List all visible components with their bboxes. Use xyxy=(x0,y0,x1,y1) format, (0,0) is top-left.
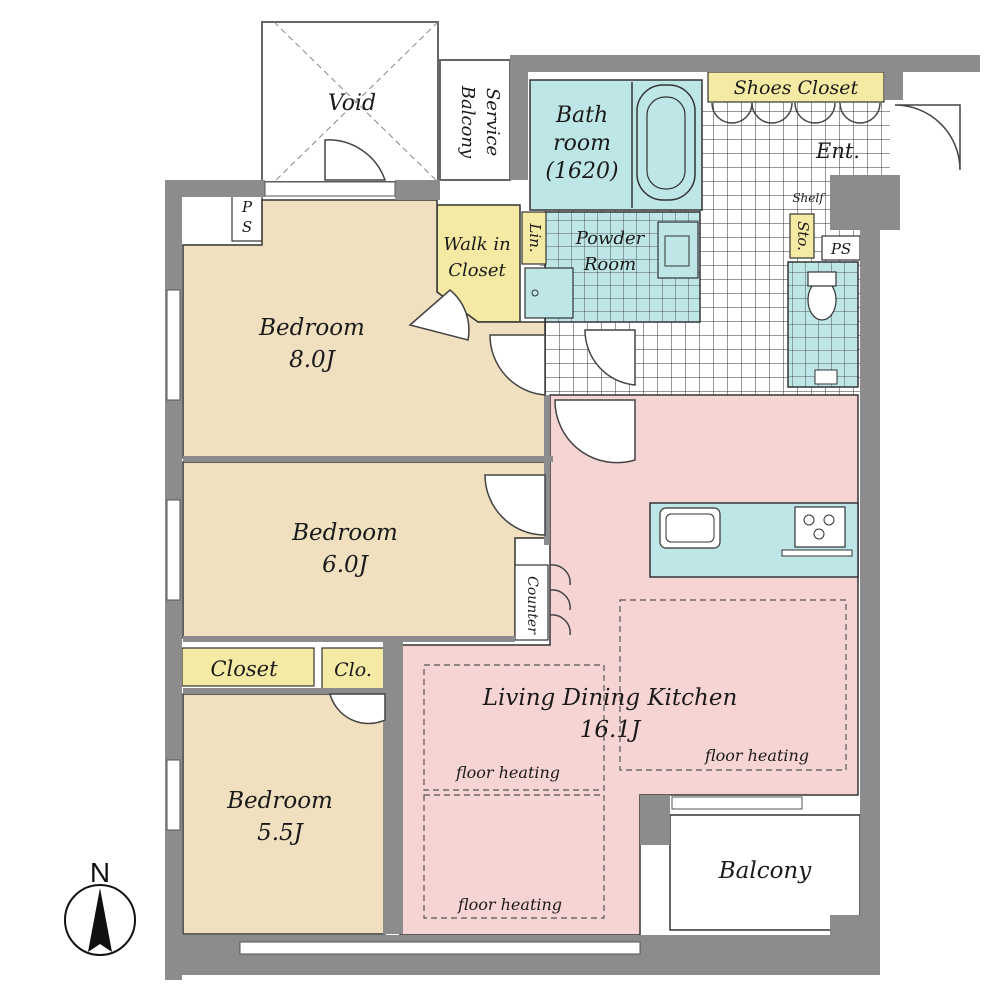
shoe-closet-doors xyxy=(711,102,881,124)
bedroom-3-area xyxy=(182,693,386,935)
ps-right-area xyxy=(821,235,861,261)
bath-label-1: Bath xyxy=(555,103,608,128)
floor-heating-zone-1 xyxy=(619,599,847,771)
doors xyxy=(324,104,961,725)
walk-in-closet-label-1: Walk in xyxy=(443,234,510,255)
floor-heating-label-2: floor heating xyxy=(455,763,560,782)
linen-label: Lin. xyxy=(526,222,544,252)
floor-heating-label-1: floor heating xyxy=(704,746,809,765)
closet-area xyxy=(181,647,315,687)
north-compass: N xyxy=(64,857,136,956)
windows xyxy=(166,181,803,955)
counter-doors xyxy=(549,564,571,636)
entrance-label: Ent. xyxy=(815,139,860,163)
bedroom-2-size: 6.0J xyxy=(322,552,370,578)
walk-in-closet-label-2: Closet xyxy=(448,260,506,281)
north-label: N xyxy=(90,857,110,888)
washbasin xyxy=(657,221,699,279)
bathtub xyxy=(636,84,696,201)
clo-label: Clo. xyxy=(334,659,372,681)
linen-closet-area xyxy=(521,211,547,265)
balcony-label: Balcony xyxy=(718,858,813,884)
ps-left-label-1: P xyxy=(241,198,253,216)
bath-label-2: room xyxy=(553,131,611,156)
shelf-label: Shelf xyxy=(792,191,826,205)
bedroom-3-size: 5.5J xyxy=(257,820,305,846)
service-balcony-label-2: Balcony xyxy=(457,85,478,159)
shoes-closet-label: Shoes Closet xyxy=(734,77,859,99)
ps-right-label: PS xyxy=(830,240,851,258)
service-balcony-area xyxy=(439,59,511,181)
bedroom-1-name: Bedroom xyxy=(258,315,365,341)
ldk-size: 16.1J xyxy=(580,717,642,743)
floor-heating-zone-3 xyxy=(423,794,605,919)
floor-heating-zone-2 xyxy=(423,664,605,791)
void-label: Void xyxy=(328,91,376,116)
counter-area xyxy=(514,564,549,641)
storage-area xyxy=(789,213,815,259)
counter-label: Counter xyxy=(524,576,540,635)
bath-label-3: (1620) xyxy=(545,159,618,184)
service-balcony-label-1: Service xyxy=(482,88,503,156)
void-cross-2 xyxy=(273,21,439,183)
floor-heating-label-3: floor heating xyxy=(457,895,562,914)
balcony-area xyxy=(669,814,861,931)
washer-space xyxy=(524,267,574,319)
closet-label: Closet xyxy=(210,657,278,681)
powder-room-label-1: Powder xyxy=(575,228,646,249)
bedroom-1-size: 8.0J xyxy=(289,347,337,373)
shoes-closet-area xyxy=(707,71,885,103)
storage-label: Sto. xyxy=(794,221,812,251)
stove xyxy=(794,506,846,548)
bedroom-3-name: Bedroom xyxy=(226,788,333,814)
north-arrow-icon xyxy=(88,888,112,952)
kitchen-sink xyxy=(659,507,721,549)
powder-room-label-2: Room xyxy=(583,254,636,275)
ps-left-label-2: S xyxy=(242,218,252,236)
ldk-name: Living Dining Kitchen xyxy=(482,685,738,711)
bedroom-2-name: Bedroom xyxy=(291,520,398,546)
